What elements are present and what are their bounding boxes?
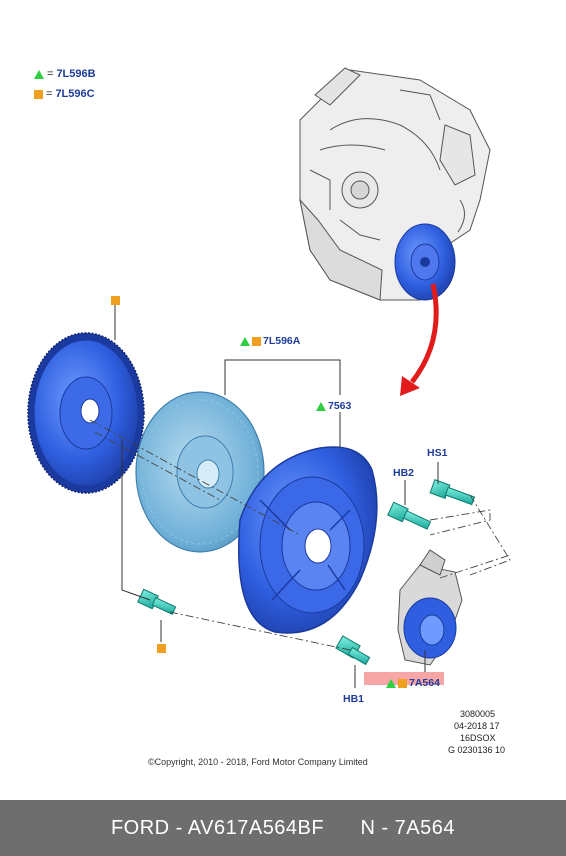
callout-release-bearing: 7A564 bbox=[386, 677, 440, 689]
bolt-hb2 bbox=[387, 501, 432, 530]
callout-label: 7563 bbox=[328, 400, 352, 412]
orange-square-icon bbox=[157, 644, 166, 653]
bolt-lower-left bbox=[137, 588, 177, 615]
meta-line: G 0230136 10 bbox=[448, 745, 506, 755]
callout-label: 7A564 bbox=[409, 677, 440, 689]
callout-label: HS1 bbox=[427, 447, 448, 459]
exploded-view-drawing bbox=[27, 67, 511, 688]
clutch-disc bbox=[135, 391, 265, 553]
green-triangle-icon bbox=[386, 678, 396, 688]
callout-bolt-hs1: HS1 bbox=[427, 447, 447, 459]
footer-part-number: FORD - AV617A564BF bbox=[110, 816, 325, 839]
bolt-hs1 bbox=[429, 479, 476, 506]
callout-label: 7L596A bbox=[263, 335, 301, 347]
green-triangle-icon bbox=[34, 69, 44, 79]
callout-bolt-hb2: HB2 bbox=[393, 467, 414, 479]
legend-code: 7L596C bbox=[55, 88, 95, 100]
dash-dot-lines bbox=[89, 419, 511, 651]
engine-clutch-highlight bbox=[394, 223, 456, 301]
callout-bolt-hb1: HB1 bbox=[343, 693, 364, 705]
callout-label: HB1 bbox=[343, 693, 365, 705]
pressure-plate bbox=[238, 446, 378, 634]
red-arrow-icon bbox=[400, 283, 439, 396]
footer-reference: N - 7A564 bbox=[360, 816, 456, 839]
meta-line: 3080005 bbox=[460, 709, 496, 719]
copyright-text: ©Copyright, 2010 - 2018, Ford Motor Comp… bbox=[148, 757, 368, 767]
callout-label: HB2 bbox=[393, 467, 415, 479]
orange-square-icon bbox=[398, 678, 407, 688]
orange-square-icon bbox=[111, 296, 120, 305]
release-bearing bbox=[397, 549, 463, 666]
footer-spacer bbox=[324, 817, 360, 840]
footer-bar: FORD - AV617A564BF N - 7A564 bbox=[0, 800, 566, 856]
diagram-canvas: = 7L596B = 7L596C bbox=[27, 67, 511, 767]
legend-equals: = bbox=[46, 88, 53, 100]
legend-code: 7L596B bbox=[56, 68, 96, 80]
green-triangle-icon bbox=[316, 401, 326, 411]
legend-equals: = bbox=[47, 68, 54, 80]
meta-line: 04-2018 17 bbox=[454, 721, 500, 731]
callout-clutch-kit: 7L596A bbox=[240, 335, 300, 347]
bolt-hb1 bbox=[335, 635, 371, 666]
legend-item-green-triangle: = 7L596B bbox=[34, 68, 96, 80]
flywheel bbox=[27, 332, 145, 494]
orange-square-icon bbox=[34, 89, 43, 99]
meta-line: 16DSOX bbox=[460, 733, 496, 743]
legend-item-orange-square: = 7L596C bbox=[34, 88, 95, 100]
green-triangle-icon bbox=[240, 336, 250, 346]
drawing-meta: 3080005 04-2018 17 16DSOX G 0230136 10 bbox=[448, 708, 505, 756]
orange-square-icon bbox=[252, 336, 261, 346]
callout-pressure-plate: 7563 bbox=[316, 400, 351, 412]
